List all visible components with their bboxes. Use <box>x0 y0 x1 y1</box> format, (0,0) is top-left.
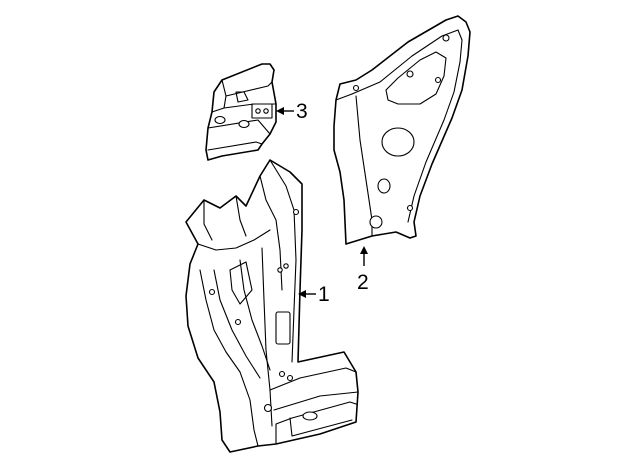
callout-1: 1 <box>298 283 330 306</box>
callout-3-label: 3 <box>296 100 308 123</box>
hinge-pillar-part-1 <box>185 159 359 453</box>
callout-3-arrow-icon <box>276 107 284 115</box>
callout-2: 2 <box>357 246 369 294</box>
callout-2-arrow-icon <box>360 246 368 254</box>
callout-3: 3 <box>276 100 308 123</box>
bracket-part-3 <box>205 63 277 161</box>
pillar-panel-part-2 <box>333 15 471 245</box>
callout-1-label: 1 <box>318 283 330 306</box>
callout-2-label: 2 <box>357 271 369 294</box>
callout-1-arrow-icon <box>298 290 306 298</box>
